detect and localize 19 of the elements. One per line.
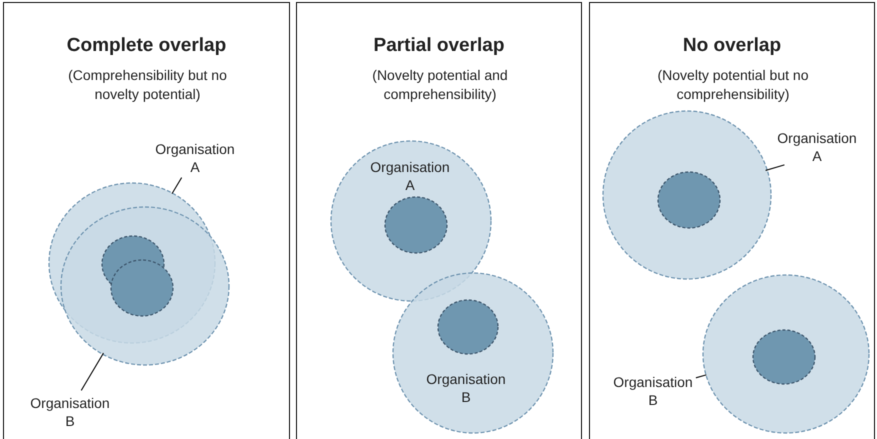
panel-title: No overlap xyxy=(682,35,782,57)
panel-title: Complete overlap xyxy=(66,35,228,57)
organisation-label: Organisation A xyxy=(369,158,451,194)
organisation-label: Organisation A xyxy=(776,129,858,165)
panel xyxy=(3,2,290,439)
leader-line xyxy=(80,352,104,391)
panel xyxy=(589,2,875,439)
leader-line xyxy=(172,177,182,194)
panel xyxy=(296,2,582,439)
organisation-label: Organisation B xyxy=(29,394,111,430)
organisation-label: Organisation A xyxy=(154,140,236,176)
organisation-label: Organisation B xyxy=(425,370,507,406)
organisation-label: Organisation B xyxy=(612,373,694,409)
leader-line xyxy=(696,374,706,378)
panel-subtitle: (Comprehensibility but no novelty potential) xyxy=(67,66,228,104)
panel-subtitle: (Novelty potential but no comprehensibility) xyxy=(656,66,810,104)
panel-title: Partial overlap xyxy=(372,35,506,57)
leader-line xyxy=(765,164,785,171)
panel-subtitle: (Novelty potential and comprehensibility) xyxy=(371,66,509,104)
